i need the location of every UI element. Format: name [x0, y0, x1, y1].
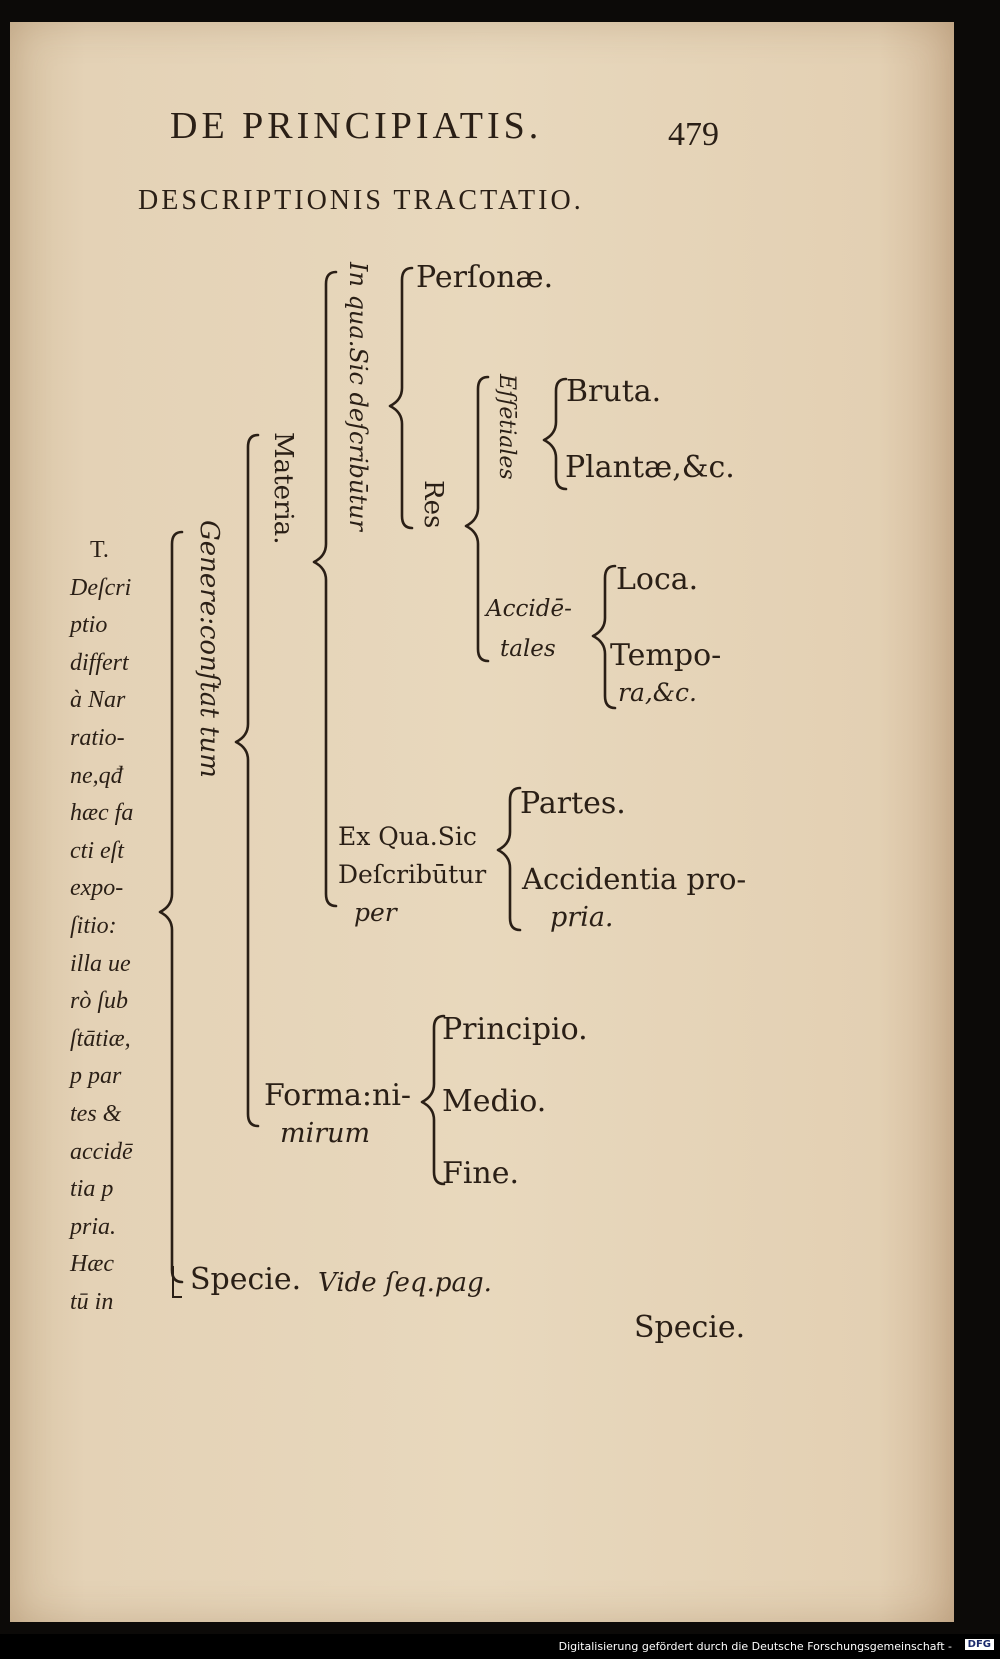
label-accidentales-1: Accidē-: [486, 596, 572, 622]
brace-genere: [158, 530, 184, 1284]
label-genere: Genere:conſtat tum: [194, 520, 224, 778]
note-line: p par: [70, 1063, 122, 1090]
catchword: Specie.: [634, 1310, 746, 1345]
note-line: ratio-: [70, 724, 125, 751]
digitization-footer: Digitalisierung gefördert durch die Deut…: [0, 1634, 1000, 1659]
note-line: Deſcri: [70, 574, 132, 601]
label-essentiales: Eſſētiales: [494, 374, 519, 480]
brace-forma: [420, 1014, 446, 1186]
label-bruta: Bruta.: [566, 374, 662, 409]
brace-persona-res: [388, 266, 414, 530]
label-accidentales-2: tales: [500, 636, 556, 662]
note-line: ſtātiæ,: [70, 1025, 131, 1052]
note-line: ſitio:: [70, 912, 117, 939]
label-in-qua: In qua.Sic deſcribūtur: [344, 262, 372, 531]
label-plantae: Plantæ,&c.: [565, 450, 735, 485]
note-line: cti eſt: [70, 837, 124, 864]
brace-res: [464, 375, 490, 663]
brace-ex-qua: [496, 786, 522, 932]
brace-specie-end: [172, 1266, 182, 1298]
label-fine: Fine.: [442, 1156, 520, 1191]
note-line: ptio: [70, 612, 108, 639]
label-accidentia-2: pria.: [550, 902, 614, 933]
note-line: à Nar: [70, 687, 126, 714]
note-line: tia p: [70, 1176, 114, 1203]
brace-essentiales: [542, 377, 568, 491]
label-vide: Vide ſeq.pag.: [318, 1268, 492, 1298]
label-principio: Principio.: [442, 1012, 588, 1047]
page-number: 479: [668, 116, 719, 153]
label-partes: Partes.: [520, 786, 626, 821]
note-line: tes &: [70, 1100, 122, 1127]
dfg-logo: DFG: [964, 1639, 994, 1650]
note-line: tū in: [70, 1288, 114, 1315]
label-ex-qua-1: Ex Qua.Sic: [338, 822, 477, 851]
label-loca: Loca.: [616, 562, 699, 597]
note-line: pria.: [70, 1213, 117, 1240]
label-forma-1: Forma:ni-: [264, 1078, 412, 1113]
note-line: rò ſub: [70, 988, 129, 1015]
note-line: T.: [90, 537, 109, 563]
label-materia: Materia.: [268, 432, 298, 545]
brace-materia-forma: [234, 433, 260, 1128]
note-line: accidē: [70, 1138, 133, 1165]
note-line: differt: [70, 649, 129, 676]
note-line: Hæc: [70, 1251, 114, 1278]
note-line: illa ue: [70, 950, 131, 977]
label-accidentia-1: Accidentia pro-: [522, 862, 747, 896]
label-personae: Perſonæ.: [416, 260, 554, 295]
label-tempora-2: ra,&c.: [618, 678, 698, 707]
brace-accidentales: [591, 564, 617, 710]
section-title: DESCRIPTIONIS TRACTATIO.: [138, 185, 584, 216]
running-title: DE PRINCIPIATIS.: [170, 105, 543, 147]
footer-credit: Digitalisierung gefördert durch die Deut…: [558, 1640, 952, 1653]
note-line: hæc fa: [70, 800, 134, 827]
book-page: DE PRINCIPIATIS. 479 DESCRIPTIONIS TRACT…: [10, 22, 954, 1622]
label-medio: Medio.: [442, 1084, 547, 1119]
label-tempora-1: Tempo-: [610, 638, 722, 673]
brace-materia: [312, 270, 338, 908]
label-forma-2: mirum: [280, 1118, 371, 1149]
label-ex-qua-3: per: [354, 898, 397, 927]
marginal-note: T. Deſcri ptio differt à Nar ratio- ne,q…: [70, 532, 133, 1321]
label-res: Res: [418, 480, 448, 529]
note-line: ne,qđ: [70, 762, 123, 789]
note-line: expo-: [70, 875, 124, 902]
label-ex-qua-2: Deſcribūtur: [338, 860, 487, 889]
label-specie: Specie.: [190, 1262, 302, 1297]
